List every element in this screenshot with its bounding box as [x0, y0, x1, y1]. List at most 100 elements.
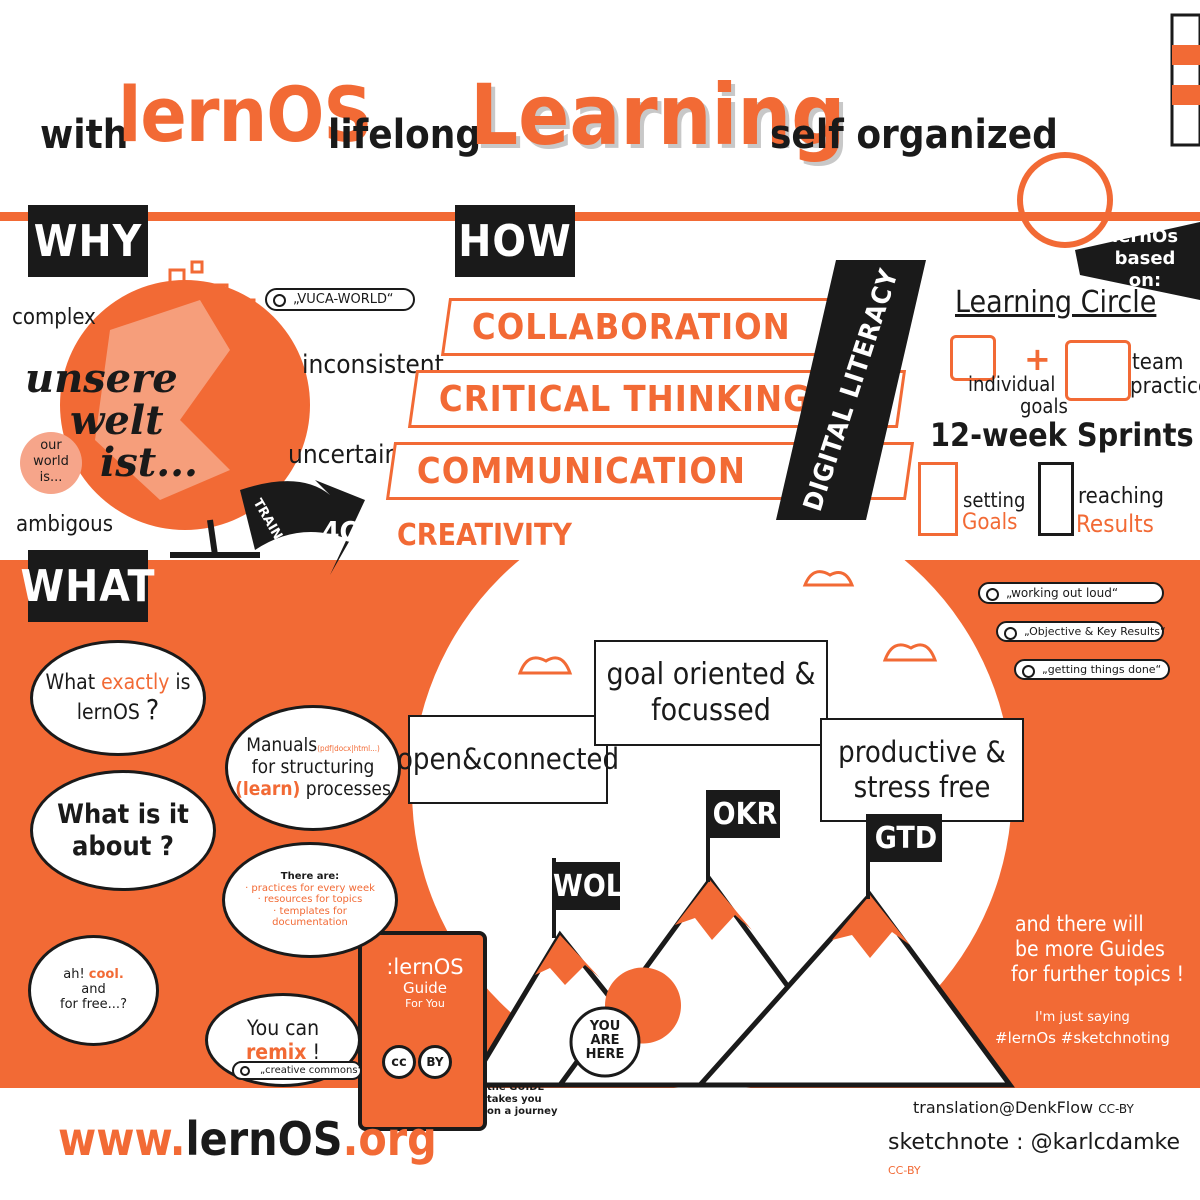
cc-badge: cc: [382, 1045, 416, 1079]
footer-url[interactable]: www.lernOS.org: [58, 1112, 437, 1166]
flag-pole-okr: [706, 790, 710, 882]
search-gtd-text: „getting things done“: [1042, 663, 1162, 676]
q2-line-1: What is it: [57, 799, 189, 831]
sign-goal-2: focussed: [651, 693, 771, 728]
journey-1: the GUIDE: [487, 1082, 545, 1093]
checked-list-icon: [1038, 462, 1074, 536]
search-wol-text: „working out loud“: [1006, 586, 1119, 600]
manuals-word: Manuals: [246, 734, 318, 757]
more-1: and there will: [1015, 912, 1144, 936]
skill-creativity: CREATIVITY: [397, 518, 572, 553]
sign-open-connected: open&connected: [397, 715, 619, 804]
sketchnote-text: sketchnote : @karlcdamke: [888, 1130, 1181, 1155]
q1-exactly: exactly: [101, 669, 170, 694]
by-badge: BY: [418, 1045, 452, 1079]
guide-journey: the GUIDE takes you on a journey: [487, 1082, 557, 1118]
guide-for-you: For You: [405, 997, 445, 1010]
cc-search: „creative commons“: [232, 1061, 363, 1080]
footer-translation: translation@DenkFlow CC-BY: [913, 1098, 1134, 1117]
sign-productive-1: productive &: [838, 735, 1006, 770]
q1-mark: ?: [145, 692, 160, 726]
guide-book: :lernOS Guide For You: [375, 955, 475, 1010]
title-learning: Learning: [470, 66, 846, 164]
here-1: YOU: [589, 1019, 621, 1034]
sprints-title: 12-week Sprints: [930, 416, 1194, 454]
plus-icon: +: [1024, 340, 1051, 378]
flag-gtd: GTD: [870, 814, 942, 862]
q1-lernos: lernOS: [76, 699, 140, 724]
cc-by-2: CC-BY: [888, 1164, 921, 1177]
bubble-manuals: Manuals(pdf|docx|html...) for structurin…: [225, 705, 401, 831]
manuals-processes: processes: [305, 777, 391, 800]
saying-1: I'm just saying: [1035, 1010, 1130, 1025]
flag-pole-gtd: [866, 814, 870, 899]
remix-word: remix: [245, 1040, 307, 1064]
translation-text: translation@DenkFlow: [913, 1098, 1094, 1117]
learning-circle-title: Learning Circle: [955, 285, 1157, 320]
title-self-organized: self organized: [770, 112, 1058, 158]
reaching-label: reaching: [1078, 484, 1165, 509]
search-gtd: „getting things done“: [1014, 659, 1170, 680]
flag-okr: OKR: [710, 790, 780, 838]
why-label: WHY: [28, 205, 148, 277]
team-label: team: [1132, 350, 1184, 375]
url-brand: lernOS: [185, 1112, 343, 1166]
based-on-2: based: [1114, 248, 1176, 269]
there-are-4: documentation: [272, 917, 348, 929]
manuals-learn: (learn): [235, 777, 301, 800]
practice-label: practice: [1130, 374, 1200, 399]
remix-mark: !: [312, 1040, 321, 1064]
based-on-3: on:: [1128, 270, 1162, 291]
results-label: Results: [1076, 510, 1154, 538]
more-2: be more Guides: [1015, 937, 1165, 961]
sign-productive: productive & stress free: [820, 718, 1024, 822]
cc-search-text: „creative commons“: [260, 1065, 363, 1076]
there-are-title: There are:: [280, 871, 340, 883]
cool-and: and: [81, 982, 106, 998]
vuca-search: „VUCA-WORLD“: [265, 288, 415, 311]
sign-goal-oriented: goal oriented & focussed: [594, 640, 828, 746]
journey-2: takes you: [487, 1094, 542, 1105]
sign-open-text: open&connected: [396, 742, 620, 777]
sign-goal-1: goal oriented &: [606, 657, 816, 692]
q1-what: What: [45, 669, 96, 694]
cool-free: for free...?: [60, 996, 127, 1012]
individual-label: individual: [968, 372, 1056, 396]
by-text: BY: [426, 1055, 444, 1069]
url-org: .org: [342, 1112, 437, 1166]
skill-collaboration-text: COLLABORATION: [472, 306, 791, 348]
search-okr-text: „Objective & Key Results“: [1024, 625, 1166, 638]
welt-line-3: ist...: [100, 439, 198, 486]
our-world-3: is...: [39, 470, 63, 485]
bubble-what-about: What is it about ?: [30, 770, 216, 891]
how-label: HOW: [455, 205, 575, 277]
skill-critical-text: CRITICAL THINKING: [439, 378, 811, 420]
manuals-formats: (pdf|docx|html...): [317, 744, 380, 754]
title-lifelong: lifelong: [328, 112, 482, 158]
cool-ah: ah!: [63, 967, 85, 983]
q1-is: is: [175, 669, 191, 694]
there-are-2: · resources for topics: [257, 894, 363, 906]
url-www: www.: [58, 1112, 186, 1166]
welt-line-1: unsere: [25, 355, 178, 402]
guide-word: Guide: [402, 979, 448, 997]
bubble-what-exactly: What exactly is lernOS ?: [30, 640, 206, 756]
our-world-2: world: [33, 454, 69, 469]
flag-wol: WOL: [553, 862, 623, 910]
search-icon: [1022, 665, 1035, 678]
you-are-here: YOU ARE HERE: [580, 1020, 630, 1062]
here-2: ARE: [590, 1033, 620, 1048]
search-icon: [240, 1066, 250, 1076]
skill-communication-text: COMMUNICATION: [417, 450, 747, 492]
journey-3: on a journey: [487, 1106, 558, 1117]
guide-lernos: :lernOS: [386, 955, 464, 979]
checklist-icon: [918, 462, 958, 536]
search-wol: „working out loud“: [978, 582, 1164, 604]
welt-line-2: welt: [70, 397, 164, 444]
q2-line-2: about ?: [72, 830, 174, 862]
based-on-1: lernOs: [1111, 226, 1179, 247]
manuals-structuring: for structuring: [251, 756, 375, 779]
search-icon: [986, 588, 999, 601]
sign-productive-2: stress free: [853, 770, 991, 804]
